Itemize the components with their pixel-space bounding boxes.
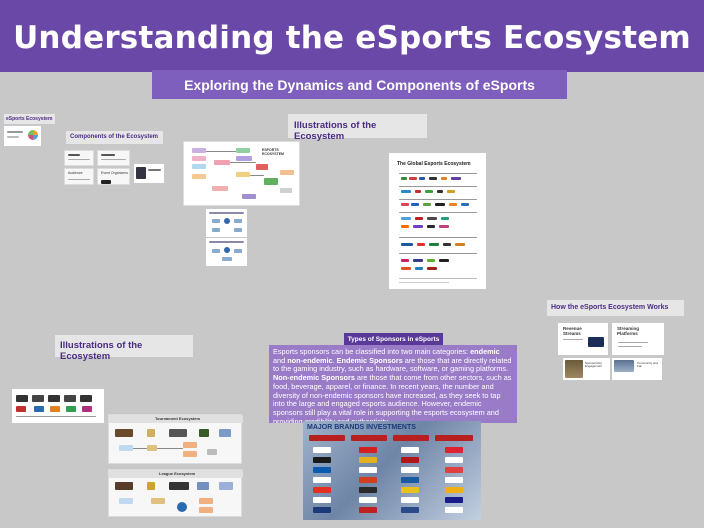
- title-banner: Understanding the eSports Ecosystem: [0, 0, 704, 72]
- tournament-ecosystem-card[interactable]: Tournament Ecosystem: [108, 414, 243, 464]
- global-esports-ecosystem[interactable]: The Global Esports Ecosystem: [389, 153, 486, 289]
- flow-diagram-1[interactable]: [206, 209, 247, 237]
- global-ecosystem-title: The Global Esports Ecosystem: [397, 161, 471, 167]
- revenue-streams-card[interactable]: Revenue Streams: [558, 323, 608, 355]
- major-brands-title: MAJOR BRANDS INVESTMENTS: [307, 424, 416, 431]
- components-card-c[interactable]: [134, 164, 164, 183]
- para-text-2: and: [273, 355, 288, 365]
- illustrations-top-label: Illustrations of the Ecosystem: [294, 120, 377, 142]
- community-title: Community and Fan: [637, 361, 659, 369]
- audience-label: Audience: [68, 171, 83, 175]
- league-ecosystem-card[interactable]: League Ecosystem: [108, 469, 243, 517]
- esports-ecosystem-diagram[interactable]: ESPORTS ECOSYSTEM: [183, 141, 300, 206]
- types-of-sponsors-label[interactable]: Types of Sponsors in eSports: [344, 333, 443, 345]
- illustrations-left-label: Illustrations of the Ecosystem: [60, 340, 143, 362]
- para-text-1: Esports sponsors can be classified into …: [273, 347, 471, 356]
- esports-ecosystem-label: eSports Ecosystem: [6, 116, 53, 122]
- components-card-event[interactable]: Event Organizers: [97, 168, 130, 185]
- flow-diagram-2[interactable]: [206, 238, 247, 266]
- types-of-sponsors-text: Types of Sponsors in eSports: [347, 335, 440, 343]
- frame-illustrations-left-label[interactable]: Illustrations of the Ecosystem: [55, 335, 193, 362]
- components-card-b[interactable]: [97, 150, 130, 166]
- value-chain-diagram[interactable]: [12, 389, 104, 423]
- revenue-streams-title: Revenue Streams: [563, 326, 582, 336]
- sponsors-paragraph: Esports sponsors can be classified into …: [269, 345, 517, 423]
- streaming-platforms-card[interactable]: Streaming Platforms: [612, 323, 664, 355]
- streaming-platforms-title: Streaming Platforms: [617, 326, 640, 336]
- page-title: Understanding the eSports Ecosystem: [13, 20, 691, 56]
- frame-esports-ecosystem-label[interactable]: eSports Ecosystem: [4, 114, 55, 124]
- sponsorship-card[interactable]: Sponsorship Engagement: [563, 358, 610, 380]
- league-title: League Ecosystem: [159, 471, 196, 476]
- para-bold-endemic-sponsors: Endemic Sponsors: [336, 355, 403, 365]
- components-card-audience[interactable]: Audience: [64, 168, 94, 185]
- event-organizers-label: Event Organizers: [101, 171, 129, 175]
- para-bold-non-endemic-sponsors: Non-endemic Sponsors: [273, 373, 355, 383]
- frame-components-label[interactable]: Components of the Ecosystem: [66, 131, 163, 144]
- diagram-title: ESPORTS ECOSYSTEM: [262, 148, 284, 156]
- esports-ecosystem-thumb[interactable]: [4, 126, 41, 146]
- components-card-a[interactable]: [64, 150, 94, 166]
- sponsorship-title: Sponsorship Engagement: [585, 361, 603, 369]
- frame-illustrations-top-label[interactable]: Illustrations of the Ecosystem: [288, 114, 427, 142]
- para-text-5: are those that come from other sectors, …: [273, 373, 512, 423]
- community-card[interactable]: Community and Fan: [612, 358, 662, 380]
- para-bold-non-endemic: non-endemic: [287, 355, 333, 365]
- para-bold-endemic: endemic: [470, 347, 500, 356]
- how-works-label: How the eSports Ecosystem Works: [551, 304, 669, 311]
- tournament-title: Tournament Ecosystem: [155, 416, 201, 421]
- subtitle-bar[interactable]: Exploring the Dynamics and Components of…: [152, 70, 567, 99]
- para-text-4: are those that are directly related to t…: [273, 355, 512, 374]
- subtitle-text: Exploring the Dynamics and Components of…: [184, 76, 535, 93]
- components-label: Components of the Ecosystem: [70, 134, 159, 140]
- frame-how-works-label[interactable]: How the eSports Ecosystem Works: [547, 300, 684, 316]
- para-text-3: .: [332, 355, 337, 365]
- major-brands-investments-image[interactable]: MAJOR BRANDS INVESTMENTS: [303, 421, 481, 520]
